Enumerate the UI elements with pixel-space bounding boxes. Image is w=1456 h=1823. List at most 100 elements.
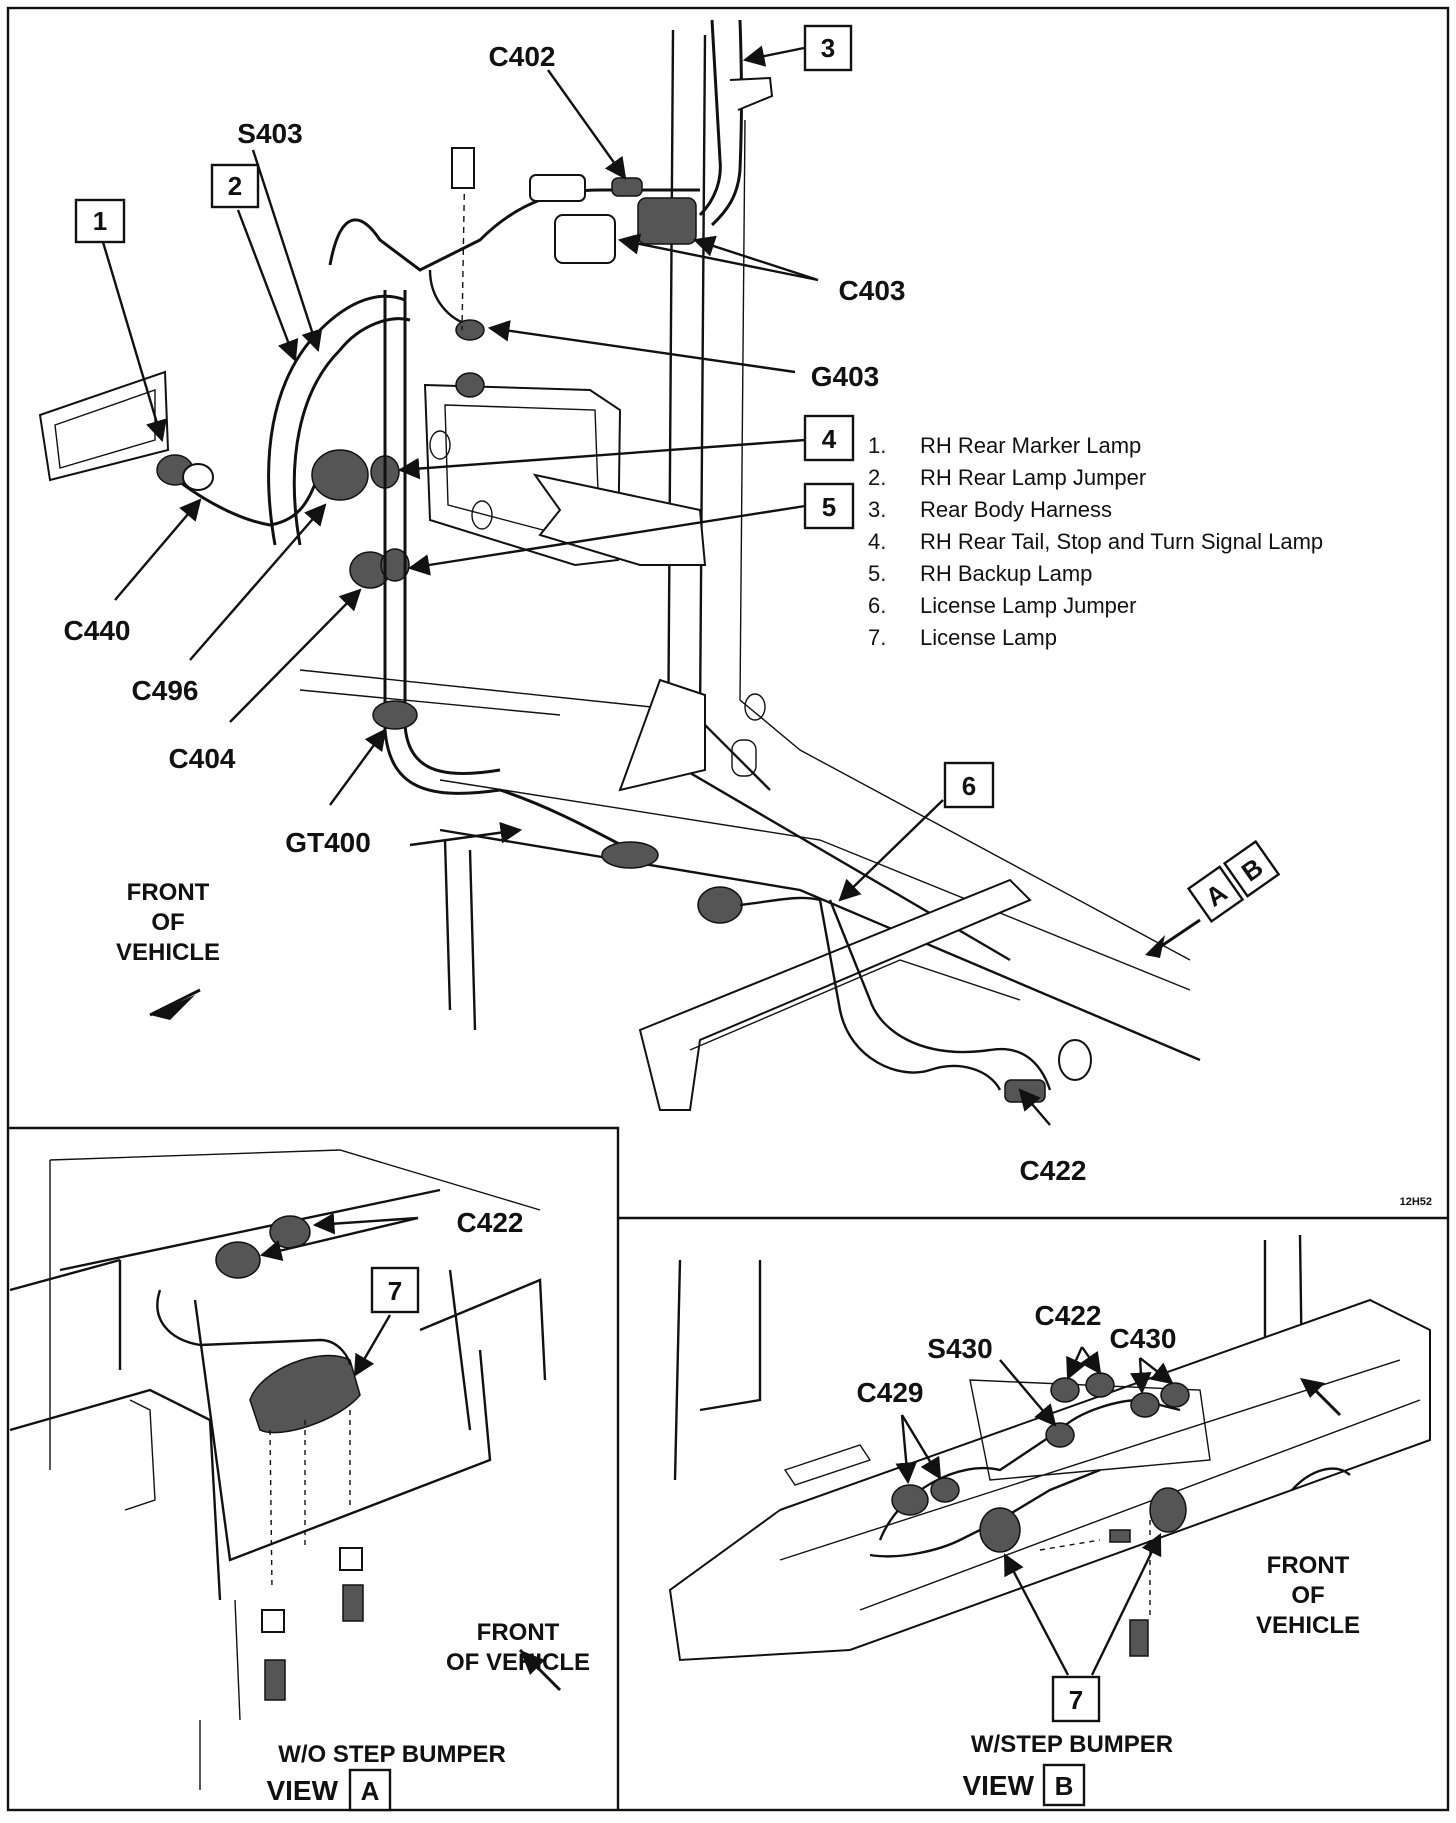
front-label-b-line3: VEHICLE — [1256, 1612, 1360, 1639]
leader-c404 — [229, 588, 362, 723]
callout-6: 6 — [962, 771, 976, 801]
view-a-frame — [8, 1126, 620, 1810]
legend-text-5: RH Backup Lamp — [920, 561, 1092, 586]
label-s403: S403 — [237, 118, 302, 149]
view-a-lower-edges — [199, 1599, 241, 1790]
leader-s430 — [999, 1359, 1057, 1427]
callout-2: 2 — [228, 171, 242, 201]
label-c429: C429 — [857, 1377, 924, 1408]
floor-line — [299, 669, 1191, 991]
callout-box-1 — [74, 198, 126, 244]
label-c422-a: C422 — [457, 1207, 524, 1238]
harness-bracket — [729, 76, 774, 111]
view-b-label: VIEW — [962, 1770, 1034, 1801]
front-arrow-shaft — [149, 988, 201, 1017]
view-a — [9, 1149, 562, 1790]
rear-body-harness-edge — [710, 19, 743, 227]
corrugated-section — [601, 841, 659, 869]
view-ref-box-a — [1186, 865, 1245, 924]
front-label-line2: OF — [151, 909, 184, 936]
view-b-screw-1 — [1129, 1619, 1149, 1657]
view-b-harness-end — [1291, 1467, 1351, 1491]
label-c430: C430 — [1110, 1323, 1177, 1354]
view-reference-boxes: A B — [1186, 839, 1281, 924]
marker-lamp — [38, 370, 170, 482]
label-c402: C402 — [489, 41, 556, 72]
c422-connector-main — [1004, 1079, 1046, 1103]
rh-rear-lamp-jumper-edge — [292, 317, 411, 546]
legend-text-1: RH Rear Marker Lamp — [920, 433, 1141, 458]
leader-4 — [397, 438, 806, 480]
view-b-step-slot — [783, 1444, 872, 1486]
ground-lead — [428, 269, 471, 327]
legend-num-7: 7. — [868, 625, 886, 650]
legend-text-4: RH Rear Tail, Stop and Turn Signal Lamp — [920, 529, 1323, 554]
leader-c496 — [189, 503, 327, 661]
callout-5: 5 — [822, 492, 836, 522]
license-lamp-jumper-return — [828, 899, 1052, 1091]
front-label-b-line2: OF — [1291, 1582, 1324, 1609]
view-arrow-shaft — [1147, 918, 1201, 957]
view-a-screw-axes — [269, 1410, 351, 1591]
view-b-bumper-bracket — [969, 1379, 1211, 1481]
callout-box-7b — [1051, 1675, 1101, 1723]
callout-box-4 — [803, 414, 855, 462]
label-c403: C403 — [839, 275, 906, 306]
callout-box-6 — [943, 761, 995, 809]
c422-connector-b2 — [1085, 1372, 1115, 1398]
label-g403: G403 — [811, 361, 880, 392]
lamp-socket-hole-2 — [471, 500, 493, 530]
legend-num-4: 4. — [868, 529, 886, 554]
view-a-screw-1 — [264, 1659, 286, 1701]
callout-1: 1 — [93, 206, 107, 236]
legend-num-1: 1. — [868, 433, 886, 458]
leader-c422-main — [1018, 1088, 1051, 1126]
leader-g403 — [487, 320, 796, 374]
legend-num-2: 2. — [868, 465, 886, 490]
legend-num-5: 5. — [868, 561, 886, 586]
sill-inner — [443, 839, 477, 1031]
license-lamp-b-left — [979, 1507, 1021, 1553]
view-b-box — [1042, 1763, 1086, 1807]
pillar-hole — [744, 693, 766, 721]
figure-code: 12H52 — [1400, 1196, 1432, 1208]
leader-c422-b2 — [1080, 1346, 1102, 1375]
legend-text-3: Rear Body Harness — [920, 497, 1112, 522]
caption-view-b: W/STEP BUMPER — [971, 1731, 1173, 1758]
leader-gt400-b — [409, 821, 523, 847]
view-a-bracket-side — [124, 1399, 156, 1511]
pillar-edge — [739, 119, 1191, 961]
ground-bolt-axis — [461, 149, 466, 331]
c403-connector — [554, 214, 616, 264]
jumper-loop — [1058, 1039, 1092, 1081]
view-b-letter: B — [1055, 1771, 1074, 1801]
corrugated-harness-right — [403, 290, 501, 776]
front-label-a-line1: FRONT — [477, 1619, 560, 1646]
view-b — [668, 1234, 1431, 1662]
view-a-bumper-edge — [9, 1388, 222, 1601]
frame-rail-cross — [638, 878, 1032, 1111]
rear-harness-connector — [697, 886, 743, 924]
leader-6 — [838, 799, 944, 902]
front-label-a-line2: OF VEHICLE — [446, 1649, 590, 1676]
marker-jumper-wire — [164, 468, 322, 527]
view-a-clip-1 — [261, 1609, 285, 1633]
callout-3: 3 — [821, 33, 835, 63]
view-a-screw-2 — [342, 1584, 364, 1622]
leader-c430-1 — [1130, 1357, 1152, 1395]
view-a-crossmember — [9, 1188, 441, 1370]
leader-c422-a2 — [259, 1216, 419, 1262]
front-arrow-main — [150, 995, 195, 1020]
c422-connector-a1 — [215, 1241, 261, 1279]
leader-c430-2 — [1139, 1357, 1174, 1385]
rear-body-harness — [698, 19, 722, 217]
caption-view-a: W/O STEP BUMPER — [278, 1741, 506, 1768]
leader-c422-a1 — [312, 1212, 419, 1235]
callout-box-7a — [370, 1266, 420, 1314]
callout-box-3 — [803, 24, 853, 72]
floor-sill — [439, 828, 1201, 1062]
leader-3 — [742, 45, 805, 67]
step-bumper — [668, 1298, 1431, 1662]
